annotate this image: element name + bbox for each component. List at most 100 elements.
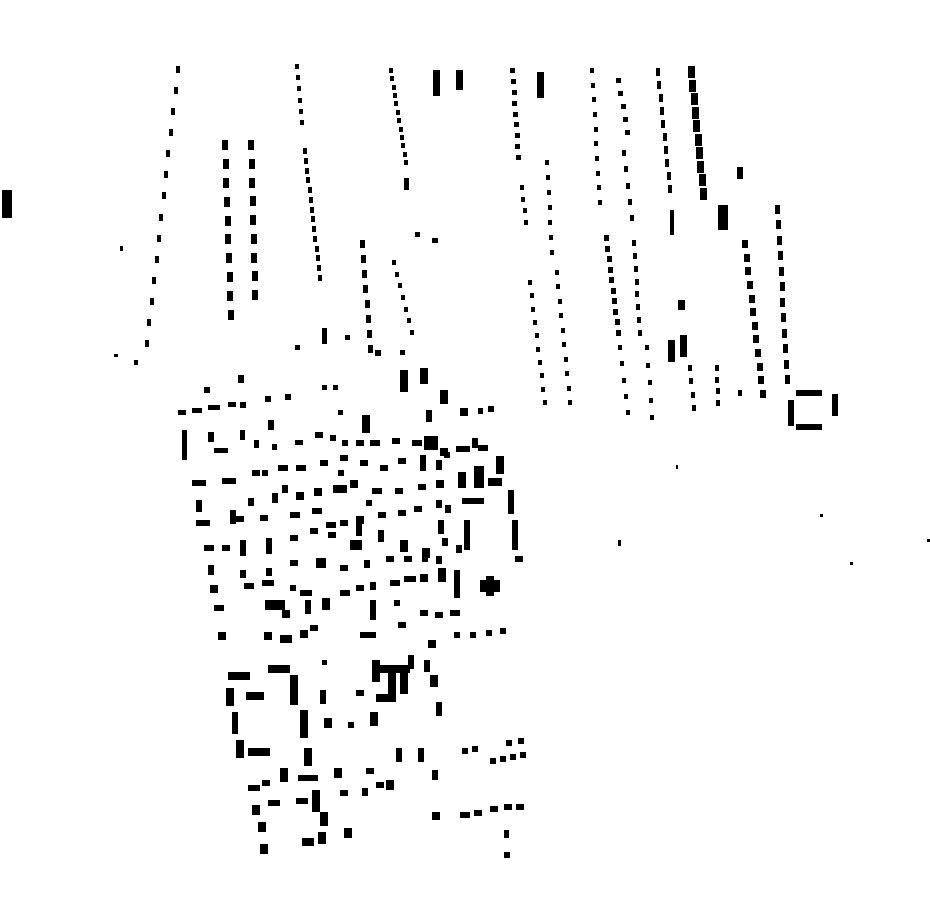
building: [626, 410, 630, 415]
building: [593, 112, 597, 117]
building: [238, 375, 244, 383]
building: [296, 798, 308, 804]
building: [604, 235, 609, 241]
building: [394, 101, 398, 106]
building: [326, 522, 336, 528]
building: [169, 129, 173, 136]
building: [715, 377, 719, 383]
building: [635, 279, 639, 285]
building: [400, 135, 404, 140]
building: [309, 197, 313, 203]
building: [306, 177, 310, 183]
building: [486, 576, 494, 596]
building: [592, 97, 596, 102]
building: [512, 90, 517, 95]
building: [375, 350, 381, 356]
building: [520, 752, 526, 758]
building: [150, 298, 154, 305]
building: [414, 506, 422, 512]
building: [250, 215, 256, 225]
building: [659, 94, 663, 102]
building: [278, 465, 288, 471]
building: [260, 515, 268, 521]
building: [420, 455, 426, 471]
building: [393, 93, 397, 98]
building: [546, 175, 550, 180]
building: [302, 838, 314, 846]
building: [320, 812, 328, 826]
building: [742, 240, 748, 248]
building: [399, 127, 403, 132]
building: [927, 539, 930, 542]
building: [559, 313, 563, 318]
building: [661, 120, 665, 128]
building: [295, 345, 300, 350]
building: [605, 246, 610, 252]
building: [420, 574, 428, 582]
building: [412, 440, 422, 446]
building: [225, 234, 231, 244]
building: [594, 141, 598, 146]
building: [678, 300, 685, 310]
building: [304, 158, 308, 164]
building: [556, 284, 560, 289]
building: [564, 357, 568, 362]
building: [318, 832, 326, 844]
building: [511, 79, 516, 84]
building: [433, 70, 440, 96]
building: [715, 365, 719, 371]
building: [304, 748, 312, 766]
building: [236, 740, 244, 758]
building: [420, 610, 428, 616]
building: [210, 585, 218, 593]
building: [345, 335, 350, 340]
building: [460, 812, 470, 818]
building: [390, 580, 400, 586]
buildings-layer: [2, 64, 930, 858]
building: [515, 133, 520, 138]
building: [272, 444, 277, 450]
building: [464, 520, 470, 550]
building: [779, 267, 784, 276]
building: [299, 109, 303, 114]
building: [403, 152, 407, 157]
building: [635, 291, 639, 297]
building: [300, 630, 308, 638]
building: [692, 405, 696, 411]
building: [157, 235, 161, 242]
building: [850, 562, 853, 565]
building: [488, 406, 494, 412]
building: [689, 378, 693, 384]
building: [248, 785, 260, 791]
building: [618, 345, 622, 350]
building: [615, 319, 620, 325]
building: [474, 466, 484, 488]
building: [510, 754, 516, 760]
building: [386, 780, 394, 790]
building: [248, 140, 254, 150]
building: [204, 545, 214, 551]
building: [689, 80, 696, 92]
building: [634, 266, 638, 272]
building: [328, 532, 336, 538]
building: [607, 256, 612, 262]
building: [159, 214, 163, 221]
building: [622, 150, 626, 156]
building: [370, 582, 376, 590]
building: [521, 197, 525, 202]
building: [646, 363, 650, 368]
building: [524, 220, 528, 225]
building: [224, 197, 230, 207]
building: [456, 545, 462, 553]
building: [668, 340, 675, 362]
building: [490, 806, 498, 812]
building: [530, 293, 534, 298]
building: [561, 328, 565, 333]
building: [376, 782, 384, 788]
building: [664, 146, 668, 154]
building: [596, 171, 600, 176]
building: [436, 556, 442, 564]
building: [478, 445, 488, 451]
building: [660, 107, 664, 115]
building: [350, 540, 362, 550]
